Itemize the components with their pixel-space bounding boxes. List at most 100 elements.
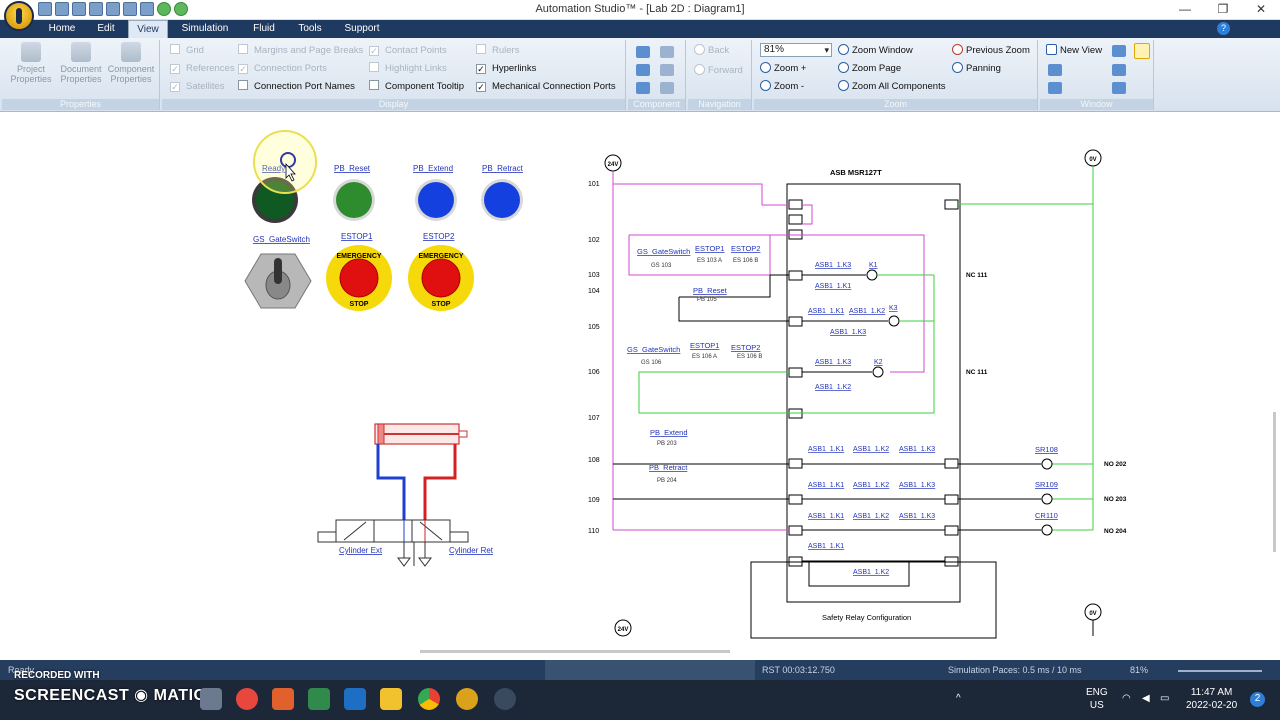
ready-lamp-label[interactable]: Ready <box>262 164 285 173</box>
component-distribute-icon[interactable] <box>660 46 674 58</box>
pb-retract-button[interactable] <box>484 182 520 218</box>
component-align-icon[interactable] <box>636 46 650 58</box>
k2-contact-label-2[interactable]: ASB1_1.K2 <box>815 384 851 391</box>
estop2-button[interactable] <box>421 258 461 298</box>
coil-k1-label[interactable]: K1 <box>869 262 878 269</box>
k3-contact-label-109[interactable]: ASB1_1.K3 <box>899 482 935 489</box>
mechanical-connection-ports-checkbox[interactable]: ✓Mechanical Connection Ports <box>476 81 616 92</box>
open-icon[interactable] <box>72 2 86 16</box>
taskbar-screencast-icon[interactable] <box>494 688 516 710</box>
component-ungroup-icon[interactable] <box>660 82 674 94</box>
rulers-checkbox[interactable]: Rulers <box>476 44 519 58</box>
diagram-canvas[interactable]: Ready PB_Reset PB_Extend PB_Retract GS_G… <box>0 112 1280 660</box>
k3-contact-label-108[interactable]: ASB1_1.K3 <box>899 446 935 453</box>
k2-contact-label-108[interactable]: ASB1_1.K2 <box>853 446 889 453</box>
document-properties-button[interactable]: Document Properties <box>54 42 108 84</box>
tab-support[interactable]: Support <box>344 23 380 34</box>
volume-icon[interactable]: ◀ <box>1142 693 1150 704</box>
es2b-label[interactable]: ESTOP2 <box>731 343 760 352</box>
horizontal-scrollbar[interactable] <box>420 650 730 653</box>
save-icon[interactable] <box>38 2 52 16</box>
tab-simulation[interactable]: Simulation <box>181 23 229 34</box>
minimize-button[interactable]: — <box>1179 2 1191 16</box>
hyperlinks-checkbox[interactable]: ✓Hyperlinks <box>476 63 537 74</box>
close-button[interactable]: ✕ <box>1255 2 1267 16</box>
window-layout-icon[interactable] <box>1134 43 1150 59</box>
previous-zoom-button[interactable]: Previous Zoom <box>952 44 1030 58</box>
directional-valve[interactable] <box>317 519 469 567</box>
coil-k3-label[interactable]: K3 <box>889 305 898 312</box>
pb-extend-label[interactable]: PB_Extend <box>413 164 453 173</box>
taskbar-chrome-icon[interactable] <box>418 688 440 710</box>
windows-list-icon[interactable] <box>1112 82 1126 94</box>
zoom-page-button[interactable]: Zoom Page <box>838 62 901 76</box>
diagram-svg[interactable]: Ready PB_Reset PB_Extend PB_Retract GS_G… <box>0 112 1280 660</box>
references-checkbox[interactable]: ✓References <box>170 63 235 74</box>
pbext-label[interactable]: PB_Extend <box>650 428 688 437</box>
cylinder-ret-label[interactable]: Cylinder Ret <box>449 546 494 555</box>
grid-checkbox[interactable]: Grid <box>170 44 204 58</box>
redo-icon[interactable] <box>140 2 154 16</box>
gs106-label[interactable]: GS_GateSwitch <box>627 345 680 354</box>
sr108-label[interactable]: SR108 <box>1035 445 1058 454</box>
cylinder-ext-label[interactable]: Cylinder Ext <box>339 546 383 555</box>
es1b-label[interactable]: ESTOP1 <box>690 341 719 350</box>
k1-contact-label[interactable]: ASB1_1.K1 <box>815 283 851 290</box>
pbreset-label[interactable]: PB_Reset <box>693 286 728 295</box>
k3-contact-label-110[interactable]: ASB1_1.K3 <box>899 513 935 520</box>
estop1-label[interactable]: ESTOP1 <box>341 232 373 241</box>
tile-vertical-icon[interactable] <box>1112 45 1126 57</box>
taskbar-record-icon[interactable] <box>236 688 258 710</box>
component-flip-icon[interactable] <box>660 64 674 76</box>
estop1-button[interactable] <box>339 258 379 298</box>
k1-contact-label-108[interactable]: ASB1_1.K1 <box>808 446 844 453</box>
tab-fluid[interactable]: Fluid <box>253 23 275 34</box>
connection-ports-checkbox[interactable]: ✓Connection Ports <box>238 63 327 74</box>
tile-horizontal-icon[interactable] <box>1112 64 1126 76</box>
paste-icon[interactable] <box>106 2 120 16</box>
zoom-in-button[interactable]: Zoom + <box>760 62 806 76</box>
k3-contact-label-2[interactable]: ASB1_1.K3 <box>830 329 866 336</box>
undo-icon[interactable] <box>123 2 137 16</box>
estop2-label[interactable]: ESTOP2 <box>423 232 455 241</box>
new-view-button[interactable]: New View <box>1046 44 1102 58</box>
pb-reset-button[interactable] <box>336 182 372 218</box>
panning-button[interactable]: Panning <box>952 62 1001 76</box>
cr110-label[interactable]: CR110 <box>1035 511 1058 520</box>
ladder-diagram[interactable]: 24V 24V 0V 0V 101 102 103 104 105 106 10… <box>588 149 1127 639</box>
app-logo-icon[interactable] <box>4 1 34 31</box>
ready-lamp[interactable] <box>256 181 294 219</box>
help-icon[interactable]: ? <box>1217 22 1230 35</box>
margins-checkbox[interactable]: Margins and Page Breaks <box>238 44 363 58</box>
highlight-links-checkbox[interactable]: Highlight Links <box>369 62 447 76</box>
component-group-icon[interactable] <box>636 82 650 94</box>
k2-contact-label[interactable]: ASB1_1.K2 <box>849 308 885 315</box>
contact-points-checkbox[interactable]: ✓Contact Points <box>369 45 447 56</box>
k1-contact-label-2[interactable]: ASB1_1.K1 <box>808 308 844 315</box>
k1-contact-label-109[interactable]: ASB1_1.K1 <box>808 482 844 489</box>
gs-gateswitch-label[interactable]: GS_GateSwitch <box>253 235 310 244</box>
cascade-icon[interactable] <box>1048 64 1062 76</box>
wifi-icon[interactable]: ◠ <box>1122 693 1131 704</box>
component-properties-button[interactable]: Component Properties <box>104 42 158 84</box>
taskbar-calculator-icon[interactable] <box>308 688 330 710</box>
taskbar-app-icon[interactable] <box>200 688 222 710</box>
arrange-icon[interactable] <box>1048 82 1062 94</box>
taskbar-outlook-icon[interactable] <box>344 688 366 710</box>
tray-chevron-icon[interactable]: ^ <box>956 693 961 704</box>
zoom-window-button[interactable]: Zoom Window <box>838 44 913 58</box>
k3-contact-label[interactable]: ASB1_1.K3 <box>815 262 851 269</box>
project-properties-button[interactable]: Project Properties <box>4 42 58 84</box>
tab-view[interactable]: View <box>128 20 168 38</box>
component-tooltip-checkbox[interactable]: Component Tooltip <box>369 80 464 94</box>
tab-edit[interactable]: Edit <box>97 23 115 34</box>
hydraulic-cylinder[interactable] <box>374 423 468 445</box>
taskbar-office-icon[interactable] <box>272 688 294 710</box>
satellites-checkbox[interactable]: ✓Satellites <box>170 81 225 92</box>
k1-contact-label-110[interactable]: ASB1_1.K1 <box>808 513 844 520</box>
k3-contact-label-3[interactable]: ASB1_1.K3 <box>815 359 851 366</box>
forward-button[interactable]: Forward <box>694 64 743 78</box>
pbret-label[interactable]: PB_Retract <box>649 463 688 472</box>
